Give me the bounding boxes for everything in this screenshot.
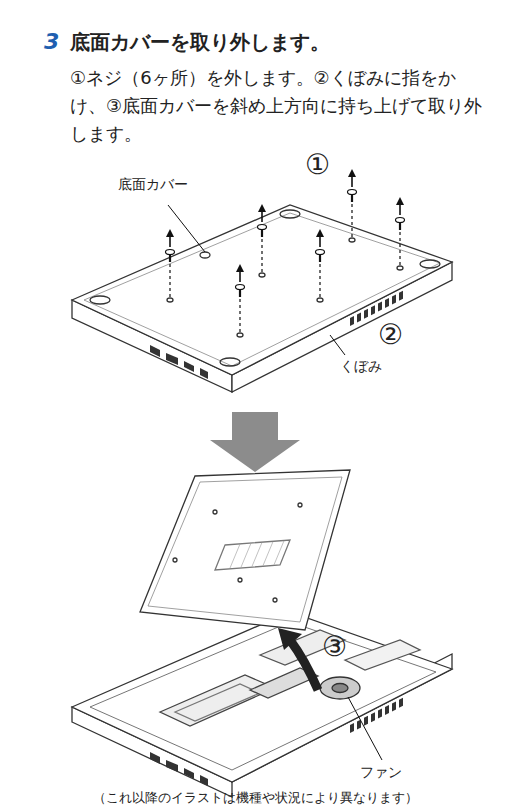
screw-head: [236, 285, 245, 290]
lift-arrow: [351, 173, 353, 187]
vent-slot: [378, 709, 382, 719]
screw-shaft: [399, 222, 401, 230]
screw-path: [169, 264, 170, 298]
laptop-base-open: [72, 612, 452, 797]
vent-slot: [364, 716, 368, 726]
vent-slot: [357, 312, 361, 322]
lift-arrow-head: [278, 628, 302, 650]
screw-head: [348, 190, 357, 195]
vent-slot: [385, 705, 389, 715]
vent-slot: [399, 291, 403, 301]
screw-path: [261, 239, 262, 273]
lift-arrow: [169, 233, 171, 247]
part-label: くぼみ: [340, 358, 382, 375]
screw-shaft: [351, 194, 353, 202]
lift-arrow: [290, 640, 318, 690]
screw-path: [399, 232, 400, 266]
vent-slot: [350, 723, 354, 733]
screw-path: [239, 299, 240, 333]
screw-head: [258, 225, 267, 230]
leader-line: [330, 335, 345, 355]
screw-shaft: [239, 289, 241, 297]
screw-head: [316, 250, 325, 255]
callout-number: ②: [378, 318, 403, 352]
vent-hatch: [252, 542, 262, 566]
lift-arrow: [239, 268, 241, 282]
vent-slot: [385, 298, 389, 308]
vent-slot: [392, 294, 396, 304]
part-label: 底面カバー: [118, 176, 188, 193]
vent-hatch: [274, 541, 284, 565]
screw-shaft: [169, 254, 171, 262]
lift-arrow: [399, 201, 401, 215]
screw-head: [166, 250, 175, 255]
step-title: 底面カバーを取り外します。: [70, 30, 330, 54]
part-label: ファン: [360, 764, 402, 781]
laptop-base-top: [72, 205, 452, 392]
screw-path: [351, 204, 352, 238]
vent-slot: [392, 701, 396, 711]
lift-arrow: [319, 233, 321, 247]
down-arrow: [210, 412, 300, 472]
vent-slot: [378, 302, 382, 312]
screw-head: [396, 218, 405, 223]
callout-number: ③: [322, 630, 347, 664]
screw-shaft: [319, 254, 321, 262]
vent-slot: [399, 698, 403, 708]
callout-number: ①: [305, 148, 330, 182]
vent-hatch: [263, 542, 273, 566]
vent-slot: [371, 712, 375, 722]
screw-shaft: [261, 229, 263, 237]
bottom-cover: [140, 470, 350, 630]
screws: [166, 173, 405, 333]
vent-hatch: [241, 543, 251, 567]
instruction-text: ①ネジ（6ヶ所）を外します。②くぼみに指をかけ、③底面カバーを斜め上方向に持ち上…: [70, 64, 490, 148]
leader-line: [168, 205, 205, 252]
vent-hatch: [230, 544, 240, 568]
lift-arrow: [261, 208, 263, 222]
vent-slot: [350, 316, 354, 326]
caption: （これ以降のイラストは機種や状況により異なります）: [93, 790, 418, 806]
step-number: 3: [44, 29, 59, 55]
screw-path: [319, 264, 320, 298]
vent-slot: [364, 309, 368, 319]
leader-line: [348, 697, 382, 760]
vent-slot: [371, 305, 375, 315]
